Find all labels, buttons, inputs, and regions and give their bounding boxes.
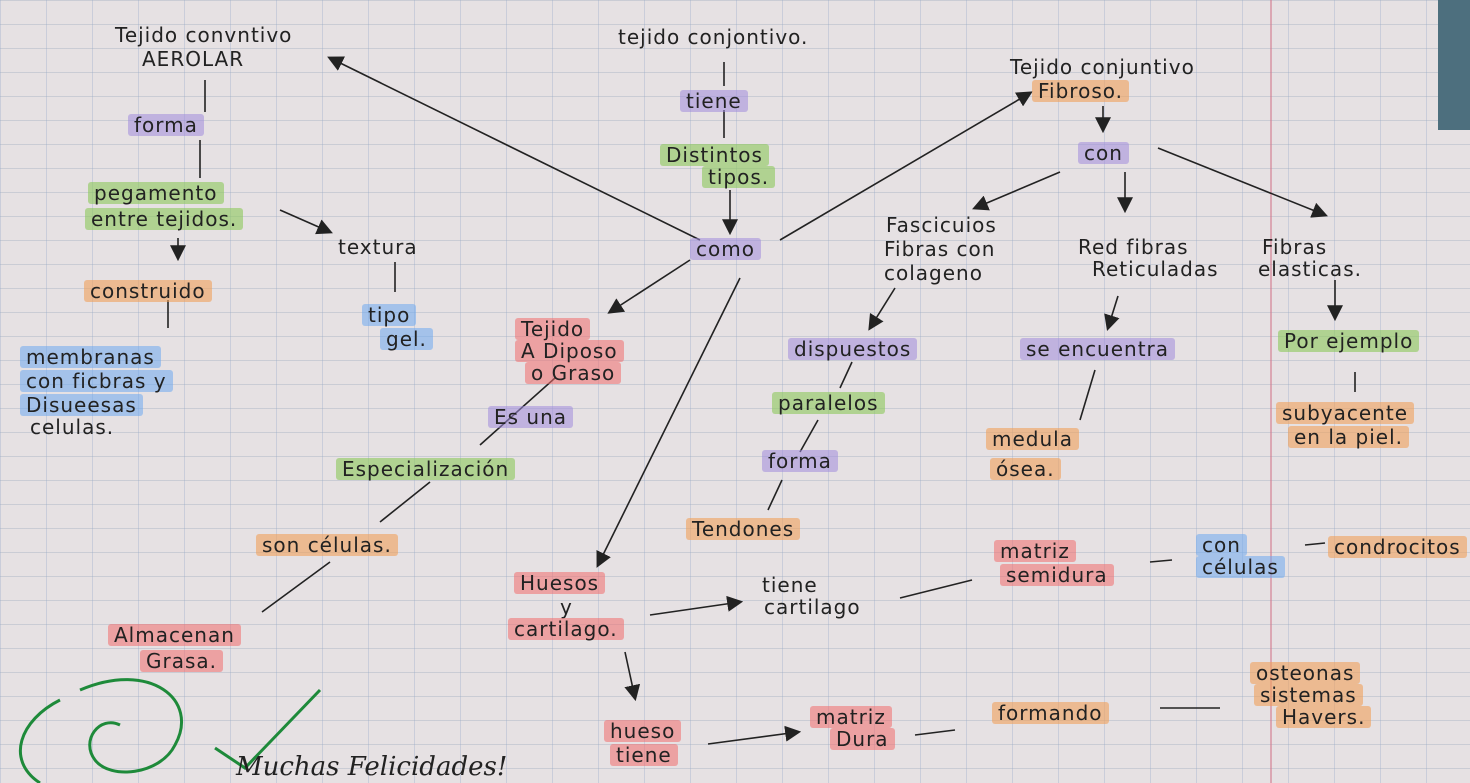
node-como: como — [690, 238, 761, 260]
page-corner-background — [1438, 0, 1470, 130]
node-fibroso-line2: Fibroso. — [1032, 80, 1129, 102]
node-tipo-line1: tipo — [362, 304, 417, 326]
node-hueso-line1: hueso — [604, 720, 682, 742]
node-tendones: Tendones — [686, 518, 801, 540]
node-por-ejemplo: Por ejemplo — [1278, 330, 1420, 352]
node-huesos-line3: cartilago. — [508, 618, 624, 640]
node-medula-line2: ósea. — [990, 458, 1061, 480]
node-red-fibras-line1: Red fibras — [1078, 235, 1189, 259]
node-forma-a: forma — [128, 114, 204, 136]
node-fibras-elasticas-line1: Fibras — [1262, 235, 1328, 259]
node-adiposo-line2: A Diposo — [515, 340, 624, 362]
node-pegamento-line2: entre tejidos. — [85, 208, 244, 230]
node-red-fibras-line2: Reticuladas — [1092, 257, 1219, 281]
node-huesos-line1: Huesos — [514, 572, 606, 594]
node-subyacente-line1: subyacente — [1276, 402, 1415, 424]
node-distintos-line1: Distintos — [660, 144, 769, 166]
node-subyacente-line2: en la piel. — [1288, 426, 1409, 448]
node-condrocitos: condrocitos — [1328, 536, 1467, 558]
node-pegamento-line1: pegamento — [88, 182, 224, 204]
node-huesos-line2: y — [560, 595, 573, 619]
node-fasciculos-line2: Fibras con — [884, 237, 996, 261]
node-adiposo-line3: o Graso — [525, 362, 622, 384]
node-especializacion: Especialización — [336, 458, 516, 480]
node-medula-line1: medula — [986, 428, 1079, 450]
node-con-celulas-line2: células — [1196, 556, 1285, 578]
node-tiene-cartilago-line1: tiene — [762, 573, 818, 597]
teacher-check-marks — [18, 678, 322, 783]
node-osteonas-line2: sistemas — [1254, 684, 1363, 706]
node-tiene-top: tiene — [680, 90, 748, 112]
node-membranas-line3: Disueesas — [20, 394, 143, 416]
node-paralelos: paralelos — [772, 392, 885, 414]
node-forma-b: forma — [762, 450, 838, 472]
node-matriz-dura-line2: Dura — [830, 728, 895, 750]
node-tiene-cartilago-line2: cartilago — [764, 595, 861, 619]
node-hueso-line2: tiene — [610, 744, 678, 766]
node-matriz-semidura-line1: matriz — [994, 540, 1076, 562]
node-almacenan-line1: Almacenan — [108, 624, 241, 646]
node-con-top: con — [1078, 142, 1129, 164]
node-fasciculos-line3: colageno — [884, 261, 983, 285]
node-fibras-elasticas-line2: elasticas. — [1258, 257, 1362, 281]
node-textura: textura — [338, 235, 418, 259]
node-tejido-aerolar-title: Tejido convntivo — [115, 23, 293, 47]
node-membranas-line1: membranas — [20, 346, 161, 368]
node-membranas-line4: celulas. — [30, 415, 115, 439]
node-main-title: tejido conjontivo. — [618, 25, 809, 49]
node-almacenan-line2: Grasa. — [140, 650, 224, 672]
node-formando: formando — [992, 702, 1109, 724]
node-dispuestos: dispuestos — [788, 338, 918, 360]
node-fasciculos-line1: Fascicuios — [886, 213, 997, 237]
teacher-note: Muchas Felicidades! — [236, 752, 508, 782]
node-matriz-dura-line1: matriz — [810, 706, 892, 728]
node-con-celulas-line1: con — [1196, 534, 1247, 556]
node-osteonas-line1: osteonas — [1250, 662, 1361, 684]
node-matriz-semidura-line2: semidura — [1000, 564, 1114, 586]
node-construido: construido — [84, 280, 212, 302]
node-es-una: Es una — [488, 406, 574, 428]
node-se-encuentra: se encuentra — [1020, 338, 1176, 360]
node-tejido-aerolar-subtitle: AEROLAR — [142, 47, 245, 71]
node-adiposo-line1: Tejido — [515, 318, 591, 340]
node-membranas-line2: con ficbras y — [20, 370, 173, 392]
node-osteonas-line3: Havers. — [1276, 706, 1372, 728]
node-tipo-line2: gel. — [380, 328, 433, 350]
node-son-celulas: son células. — [256, 534, 398, 556]
node-distintos-line2: tipos. — [702, 166, 776, 188]
node-fibroso-line1: Tejido conjuntivo — [1010, 55, 1195, 79]
